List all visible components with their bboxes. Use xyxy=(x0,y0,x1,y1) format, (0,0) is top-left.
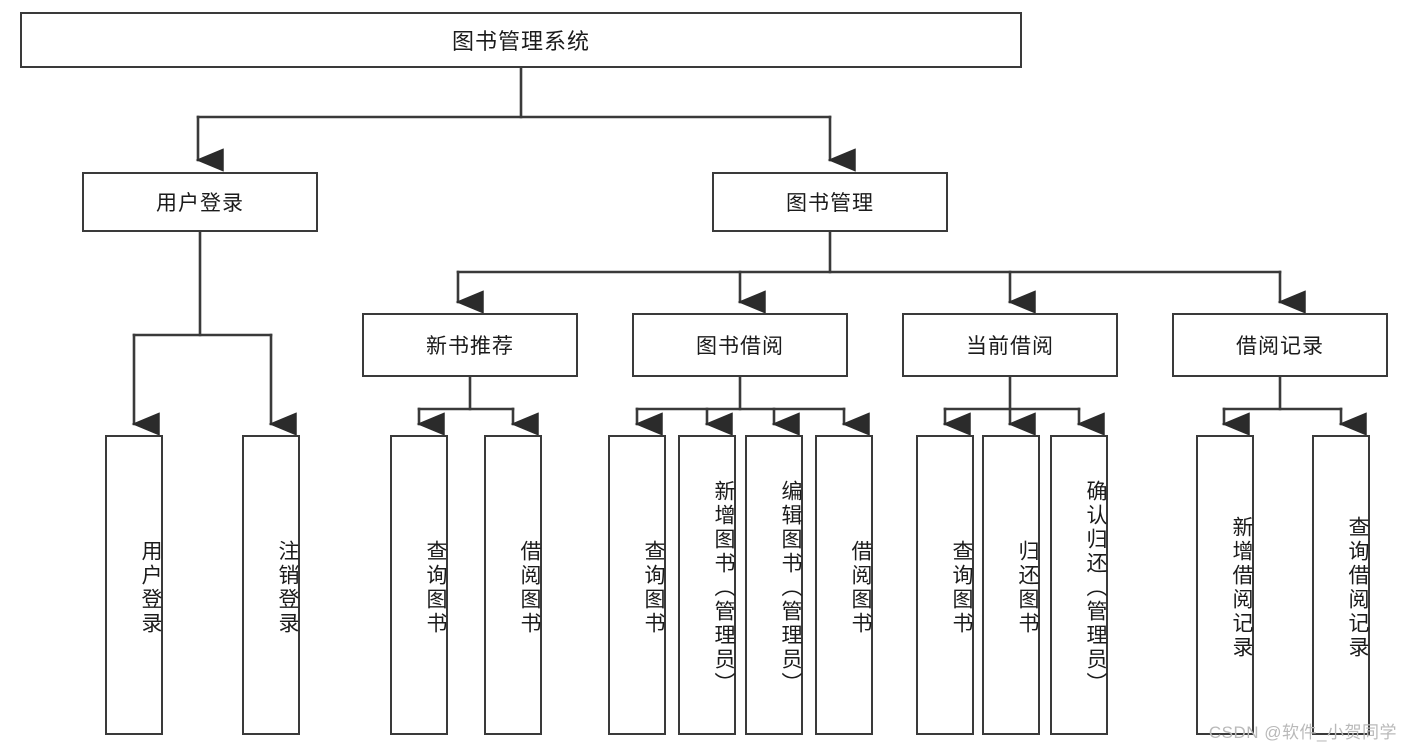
node-label: 借阅记录 xyxy=(1236,335,1324,358)
node-label: 用户登录 xyxy=(156,192,244,215)
node-label: 新增借阅记录 xyxy=(1230,516,1253,660)
node-label: 查询图书 xyxy=(424,540,447,636)
leaf-current-borrow-query-books[interactable]: 查询图书 xyxy=(916,435,974,735)
node-label: 新书推荐 xyxy=(426,335,514,358)
node-label: 查询图书 xyxy=(950,540,973,636)
node-book-borrowing[interactable]: 图书借阅 xyxy=(632,313,848,377)
leaf-borrow-record-query-record[interactable]: 查询借阅记录 xyxy=(1312,435,1370,735)
node-label: 新增图书（管理员） xyxy=(712,480,735,696)
node-label: 当前借阅 xyxy=(966,335,1054,358)
node-label: 用户登录 xyxy=(139,540,162,636)
node-label: 注销登录 xyxy=(276,540,299,636)
leaf-new-book-query-books[interactable]: 查询图书 xyxy=(390,435,448,735)
leaf-current-borrow-return-books[interactable]: 归还图书 xyxy=(982,435,1040,735)
node-label: 查询图书 xyxy=(642,540,665,636)
leaf-user-login-logout[interactable]: 注销登录 xyxy=(242,435,300,735)
leaf-new-book-borrow-books[interactable]: 借阅图书 xyxy=(484,435,542,735)
node-new-book-recommendation[interactable]: 新书推荐 xyxy=(362,313,578,377)
leaf-book-borrow-query-books[interactable]: 查询图书 xyxy=(608,435,666,735)
node-label: 图书借阅 xyxy=(696,335,784,358)
leaf-borrow-record-add-record[interactable]: 新增借阅记录 xyxy=(1196,435,1254,735)
leaf-user-login-login[interactable]: 用户登录 xyxy=(105,435,163,735)
node-current-borrowing[interactable]: 当前借阅 xyxy=(902,313,1118,377)
node-book-management[interactable]: 图书管理 xyxy=(712,172,948,232)
node-label: 归还图书 xyxy=(1016,540,1039,636)
leaf-current-borrow-confirm-return-admin[interactable]: 确认归还（管理员） xyxy=(1050,435,1108,735)
node-user-login[interactable]: 用户登录 xyxy=(82,172,318,232)
node-label: 借阅图书 xyxy=(849,540,872,636)
leaf-book-borrow-edit-book-admin[interactable]: 编辑图书（管理员） xyxy=(745,435,803,735)
node-label: 查询借阅记录 xyxy=(1346,516,1369,660)
node-borrowing-record[interactable]: 借阅记录 xyxy=(1172,313,1388,377)
node-label: 编辑图书（管理员） xyxy=(779,480,802,696)
node-label: 图书管理系统 xyxy=(451,29,590,54)
node-label: 借阅图书 xyxy=(518,540,541,636)
watermark: CSDN @软件_小贺同学 xyxy=(1208,723,1397,742)
node-root-book-management-system[interactable]: 图书管理系统 xyxy=(20,12,1022,68)
leaf-book-borrow-borrow-books[interactable]: 借阅图书 xyxy=(815,435,873,735)
node-label: 确认归还（管理员） xyxy=(1084,480,1107,696)
leaf-book-borrow-add-book-admin[interactable]: 新增图书（管理员） xyxy=(678,435,736,735)
node-label: 图书管理 xyxy=(786,192,874,215)
